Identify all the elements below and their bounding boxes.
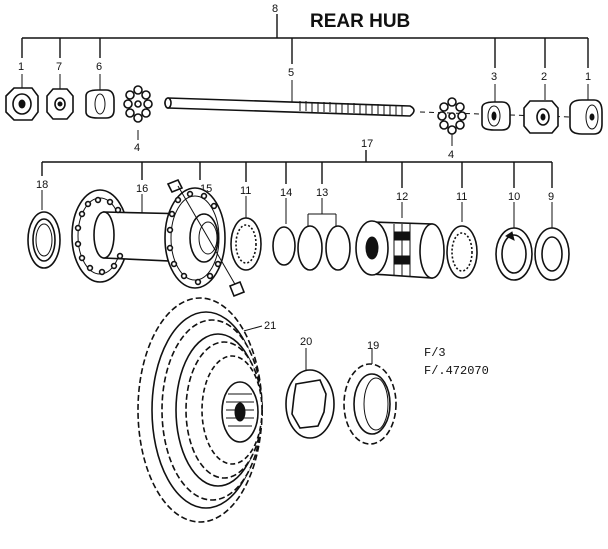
callout-4-left: 4 [134, 142, 140, 154]
figure-code-line2: F/.472070 [424, 364, 489, 378]
sprocket-cluster [137, 297, 263, 523]
callout-11-left: 11 [240, 185, 251, 197]
figure-code-line1: F/3 [424, 346, 446, 360]
callout-16: 16 [136, 183, 148, 195]
washer-left [46, 88, 74, 120]
callout-17: 17 [361, 138, 373, 150]
callout-12: 12 [396, 191, 408, 203]
callout-13: 13 [316, 187, 328, 199]
spacer-tab [166, 178, 246, 298]
washer-right [523, 100, 559, 134]
hub-shell [71, 187, 226, 289]
lock-washer [285, 369, 335, 439]
callout-19: 19 [367, 340, 379, 352]
cone-left [85, 89, 115, 119]
callout-1-left: 1 [18, 61, 24, 73]
callout-3: 3 [491, 71, 497, 83]
callout-2: 2 [541, 71, 547, 83]
callout-4-right: 4 [448, 149, 454, 161]
callout-1-right: 1 [585, 71, 591, 83]
dust-cap-right [534, 227, 570, 281]
bearing-retainer-right [446, 225, 478, 279]
leader-lines-bottom [239, 325, 373, 370]
leader-lines-top [21, 14, 589, 146]
ball-bearings-left [123, 85, 153, 123]
callout-21: 21 [264, 320, 276, 332]
cone-right [481, 101, 511, 131]
dust-cap-left [27, 211, 61, 269]
lock-nut-left [5, 87, 39, 121]
shim-washers [297, 225, 351, 271]
freewheel-body [355, 220, 445, 279]
spacer-ring [272, 226, 296, 266]
callout-6: 6 [96, 61, 102, 73]
bearing-retainer-left [230, 217, 262, 271]
pawl-ring [495, 227, 533, 281]
axle [164, 97, 415, 117]
ball-bearings-right [437, 97, 467, 135]
callout-5: 5 [288, 67, 294, 79]
callout-7: 7 [56, 61, 62, 73]
callout-18: 18 [36, 179, 48, 191]
callout-14: 14 [280, 187, 292, 199]
callout-9: 9 [548, 191, 554, 203]
callout-20: 20 [300, 336, 312, 348]
callout-11-right: 11 [456, 191, 467, 203]
lock-nut-right [569, 99, 603, 135]
callout-10: 10 [508, 191, 520, 203]
callout-8: 8 [272, 3, 278, 15]
diagram-title: REAR HUB [310, 11, 410, 32]
lock-ring-sprocket [343, 363, 397, 445]
